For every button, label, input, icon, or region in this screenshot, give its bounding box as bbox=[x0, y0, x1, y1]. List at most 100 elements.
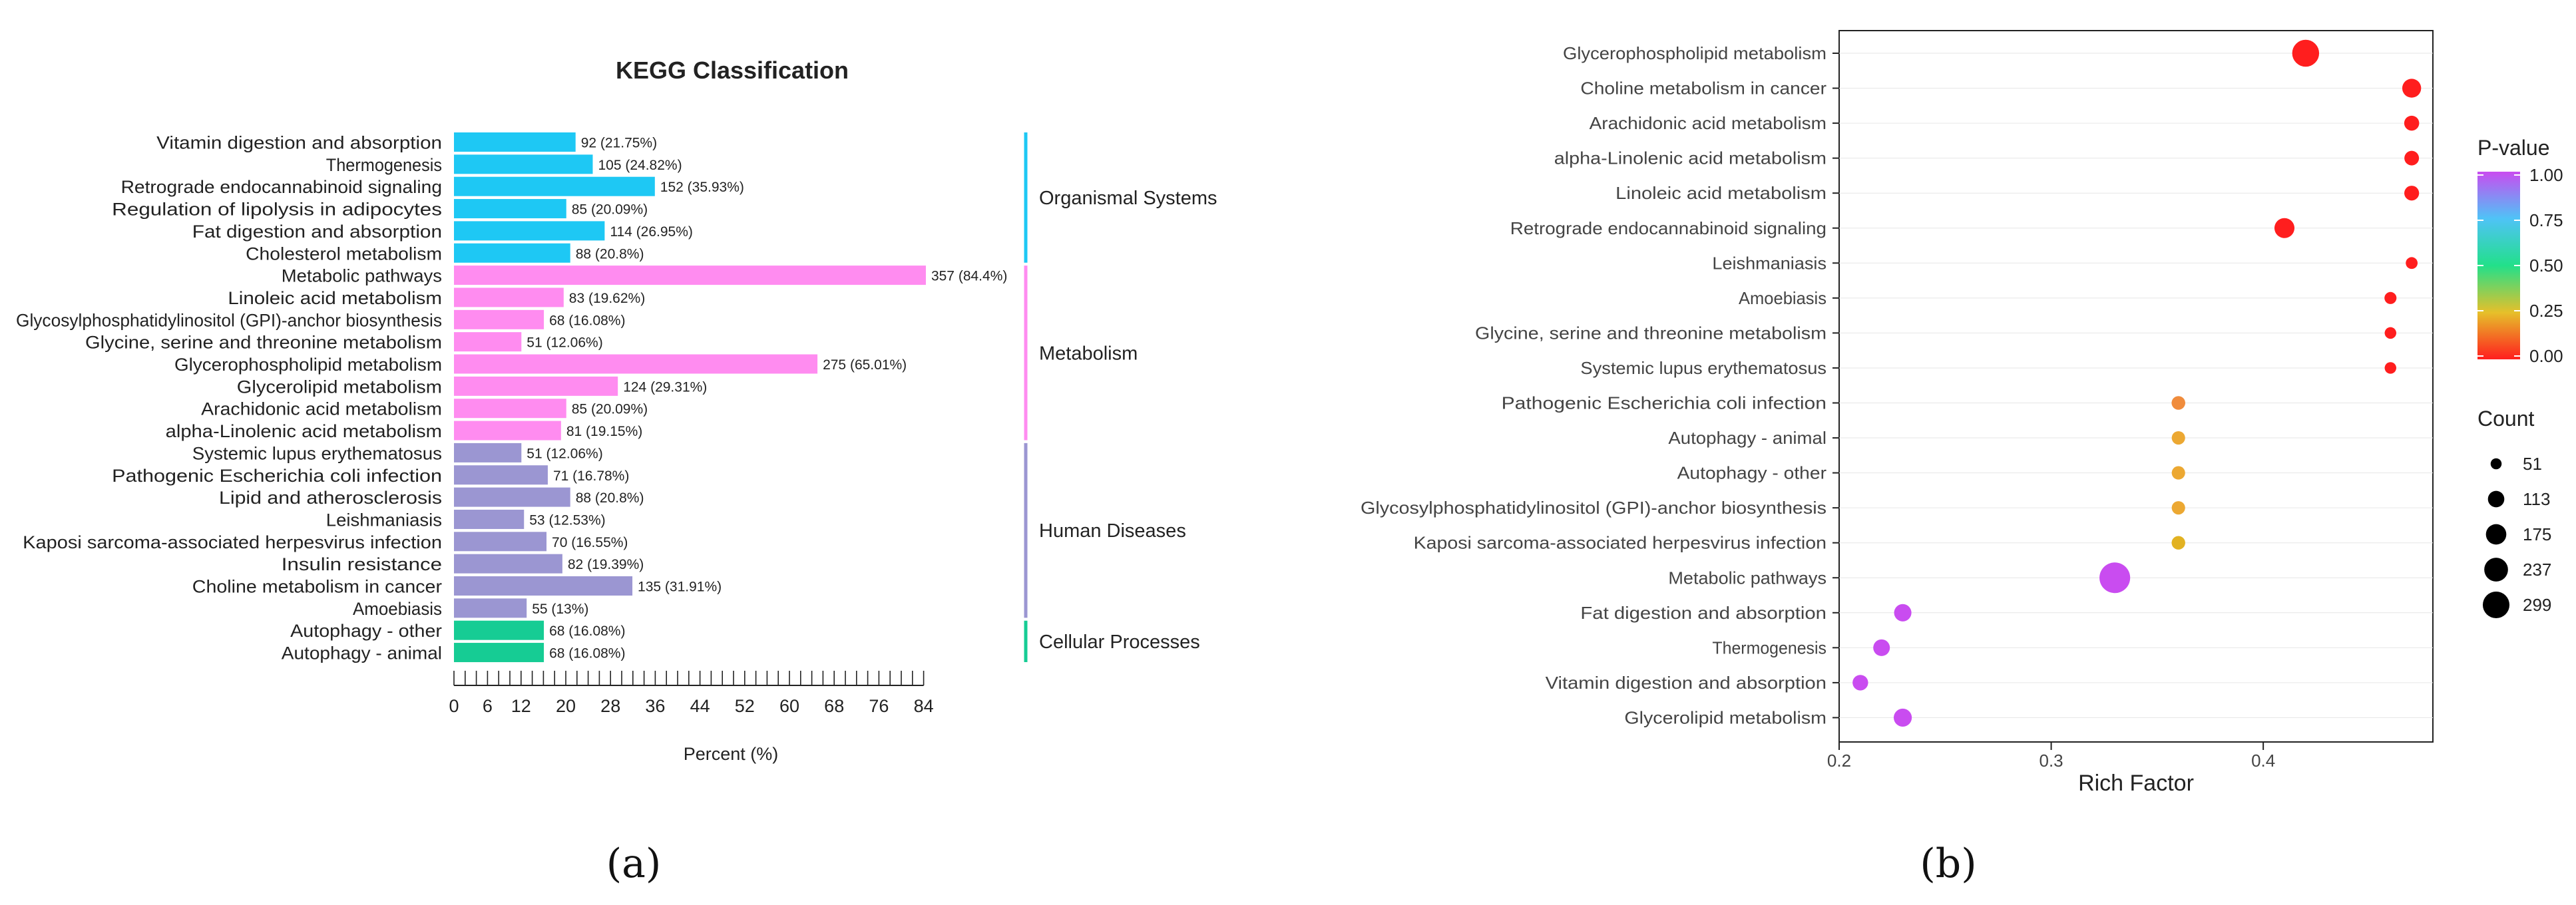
bar-value-label: 152 (35.93%) bbox=[660, 180, 744, 195]
count-legend-dot bbox=[2484, 558, 2508, 582]
bar bbox=[454, 465, 548, 485]
pvalue-legend: P-value 1.000.750.500.250.00 bbox=[2477, 136, 2563, 366]
bar bbox=[454, 287, 564, 307]
bubble bbox=[2171, 431, 2185, 445]
category-label: Linoleic acid metabolism bbox=[228, 288, 442, 308]
bars bbox=[454, 132, 926, 663]
x-tick-label: 0.4 bbox=[2251, 751, 2275, 771]
term-label: alpha-Linolenic acid metabolism bbox=[1554, 148, 1826, 168]
term-label: Autophagy - other bbox=[1677, 463, 1827, 483]
category-label: Systemic lupus erythematosus bbox=[192, 443, 442, 463]
bubble bbox=[2404, 150, 2420, 166]
count-legend-dot bbox=[2485, 524, 2507, 545]
term-label: Arachidonic acid metabolism bbox=[1590, 113, 1826, 133]
colorbar-tick-label: 0.25 bbox=[2529, 301, 2563, 321]
term-label: Autophagy - animal bbox=[1668, 428, 1826, 448]
bar bbox=[454, 132, 576, 152]
category-label: Leishmaniasis bbox=[326, 510, 442, 530]
term-label: Glycine, serine and threonine metabolism bbox=[1475, 323, 1826, 343]
bar bbox=[454, 487, 570, 507]
bubble bbox=[2099, 562, 2131, 594]
pvalue-colorbar bbox=[2477, 172, 2520, 359]
group-label: Organismal Systems bbox=[1039, 188, 1217, 209]
colorbar-ticks: 1.000.750.500.250.00 bbox=[2477, 165, 2563, 366]
category-label: Metabolic pathways bbox=[282, 266, 442, 286]
category-label: Choline metabolism in cancer bbox=[192, 577, 442, 597]
bar-value-label: 275 (65.01%) bbox=[823, 357, 907, 373]
bar-value-label: 85 (20.09%) bbox=[572, 202, 648, 218]
bubble bbox=[2171, 396, 2185, 410]
chart-title: KEGG Classification bbox=[616, 57, 849, 84]
term-label: Glycerolipid metabolism bbox=[1624, 707, 1826, 727]
plot-frame bbox=[1838, 30, 2434, 743]
bar-value-label: 71 (16.78%) bbox=[553, 468, 629, 484]
bubble bbox=[2404, 186, 2420, 201]
bar bbox=[454, 554, 562, 574]
category-label: Glycerolipid metabolism bbox=[237, 377, 442, 397]
bar bbox=[454, 421, 561, 441]
category-label: Regulation of lipolysis in adipocytes bbox=[112, 200, 442, 220]
term-label: Systemic lupus erythematosus bbox=[1580, 358, 1826, 378]
bar-value-label: 124 (29.31%) bbox=[623, 379, 707, 395]
x-tick-label: 36 bbox=[645, 696, 665, 716]
bar bbox=[454, 443, 522, 462]
bar-value-label: 357 (84.4%) bbox=[931, 269, 1007, 284]
count-legend-label: 175 bbox=[2523, 524, 2551, 544]
bubble bbox=[1852, 675, 1868, 691]
group-label: Human Diseases bbox=[1039, 520, 1186, 542]
bar-value-label: 68 (16.08%) bbox=[549, 313, 625, 328]
count-legend-label: 299 bbox=[2523, 595, 2551, 615]
bubble bbox=[1894, 604, 1912, 622]
x-tick-label: 20 bbox=[556, 696, 576, 716]
bubble bbox=[2402, 79, 2422, 98]
bar bbox=[454, 332, 522, 352]
colorbar-tick-label: 0.50 bbox=[2529, 256, 2563, 275]
bubble bbox=[1873, 639, 1890, 656]
category-label: Fat digestion and absorption bbox=[192, 222, 442, 242]
count-legend-label: 113 bbox=[2523, 489, 2550, 509]
x-tick-label: 52 bbox=[735, 696, 755, 716]
count-legend-dot bbox=[2482, 591, 2510, 619]
bar bbox=[454, 376, 618, 396]
x-axis-title: Percent (%) bbox=[684, 744, 779, 764]
bar-value-label: 81 (19.15%) bbox=[566, 424, 642, 439]
bar-value-label: 51 (12.06%) bbox=[527, 446, 602, 461]
bubble bbox=[2404, 115, 2420, 131]
category-label: Lipid and atherosclerosis bbox=[219, 488, 442, 508]
bar bbox=[454, 576, 633, 596]
bar-value-label: 114 (26.95%) bbox=[610, 224, 693, 240]
category-label: Retrograde endocannabinoid signaling bbox=[121, 177, 442, 197]
bar bbox=[454, 643, 544, 663]
pvalue-legend-title: P-value bbox=[2477, 136, 2550, 160]
gridlines bbox=[1832, 53, 2433, 719]
x-tick-label: 76 bbox=[869, 696, 889, 716]
bar-annotations: 92 (21.75%)105 (24.82%)152 (35.93%)85 (2… bbox=[527, 136, 1007, 661]
kegg-classification-panel: KEGG Classification Vitamin digestion an… bbox=[16, 57, 1217, 887]
term-label: Glycosylphosphatidylinositol (GPI)-ancho… bbox=[1361, 498, 1826, 518]
term-label: Amoebiasis bbox=[1739, 288, 1826, 308]
x-axis-title: Rich Factor bbox=[2078, 771, 2194, 796]
colorbar-tick-label: 0.75 bbox=[2529, 210, 2563, 230]
bar-value-label: 68 (16.08%) bbox=[549, 624, 625, 639]
bar-value-label: 88 (20.8%) bbox=[576, 246, 644, 262]
category-label: Pathogenic Escherichia coli infection bbox=[112, 466, 442, 486]
category-label: Vitamin digestion and absorption bbox=[156, 133, 442, 153]
bubble bbox=[2384, 291, 2397, 304]
bar bbox=[454, 620, 544, 640]
bar-value-label: 55 (13%) bbox=[532, 602, 588, 617]
term-label: Pathogenic Escherichia coli infection bbox=[1502, 393, 1826, 413]
term-label: Kaposi sarcoma-associated herpesvirus in… bbox=[1414, 533, 1826, 553]
term-label: Choline metabolism in cancer bbox=[1580, 79, 1826, 98]
bar-value-label: 92 (21.75%) bbox=[581, 136, 657, 151]
bar-value-label: 53 (12.53%) bbox=[529, 512, 605, 528]
term-label: Linoleic acid metabolism bbox=[1615, 183, 1826, 203]
bar bbox=[454, 309, 544, 329]
bubble bbox=[2384, 362, 2396, 374]
term-label: Thermogenesis bbox=[1712, 637, 1826, 657]
x-tick-label: 12 bbox=[511, 696, 531, 716]
